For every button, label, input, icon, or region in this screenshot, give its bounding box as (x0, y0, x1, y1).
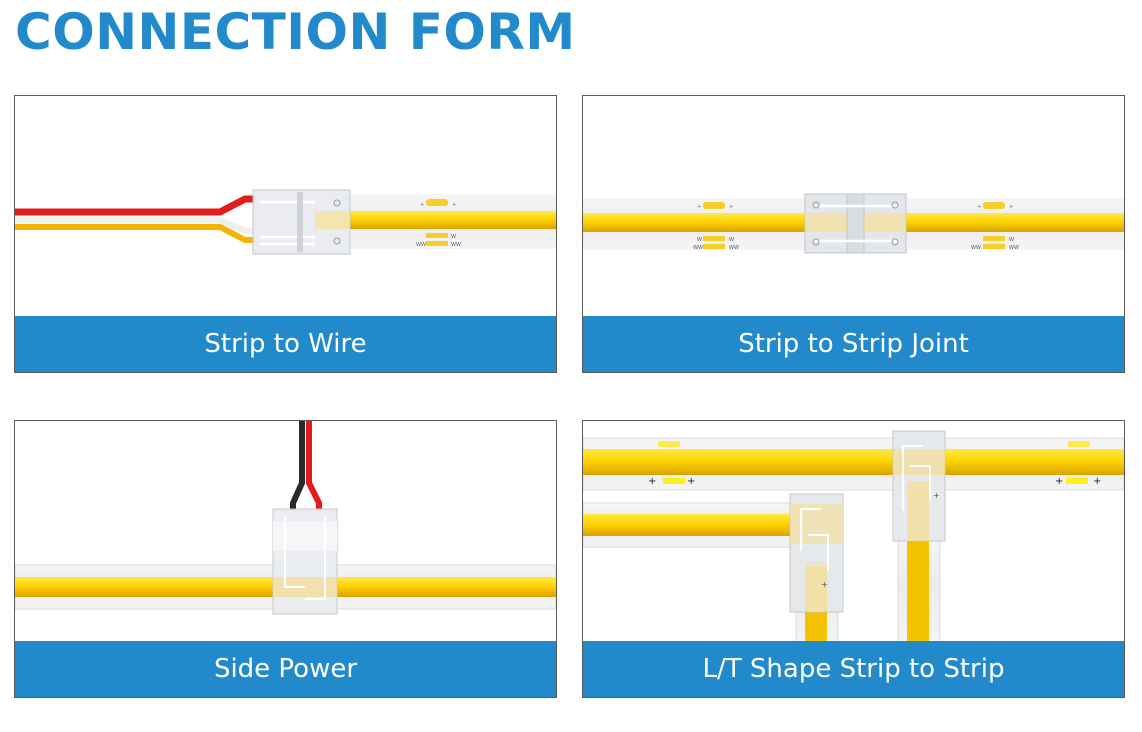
black-wire (290, 421, 305, 511)
strip-mark-ww: WW (1009, 245, 1019, 251)
polarity-mark-left: + (420, 202, 424, 208)
l-t-shape-illustration: + + + + + + (583, 430, 1124, 642)
polarity-mark-left: + (648, 476, 656, 487)
cob-strip (583, 449, 1124, 475)
led-pad (426, 199, 448, 206)
red-wire (15, 195, 255, 216)
connection-card-strip-to-strip-joint: + + W W WW WW + + W WW WW Strip to Strip… (582, 95, 1125, 373)
yellow-wire (15, 224, 255, 243)
page-title: CONNECTION FORM (15, 3, 576, 61)
svg-text:+: + (933, 491, 940, 500)
polarity-mark-right: + (729, 204, 733, 210)
polarity-mark-right: + (1093, 476, 1101, 487)
card-label: Strip to Wire (15, 316, 556, 372)
connection-card-strip-to-wire: + + W WW WW Strip to Wire (14, 95, 557, 373)
clear-connector (252, 189, 351, 255)
strip-mark-w: W (451, 234, 456, 240)
strip-mark-ww: WW (729, 245, 739, 251)
polarity-mark-left: + (1055, 476, 1063, 487)
white-wire (15, 217, 255, 234)
cob-strip (335, 211, 556, 229)
connection-card-l-t-shape: + + + + + + L/T Shape Stri (582, 420, 1125, 698)
polarity-mark-right: + (1009, 204, 1013, 210)
card-label: L/T Shape Strip to Strip (583, 641, 1124, 697)
strip-mark-ww: WW (693, 245, 703, 251)
strip-mark-w: W (1009, 237, 1014, 243)
polarity-mark-right: + (687, 476, 695, 487)
l-shape-connector: + (789, 493, 844, 613)
polarity-mark-left: + (697, 204, 701, 210)
strip-mark-ww: WW (971, 245, 981, 251)
svg-text:+: + (821, 580, 828, 589)
joint-connector (804, 193, 907, 254)
strip-to-strip-joint-illustration: + + W W WW WW + + W WW WW (583, 193, 1124, 254)
t-shape-connector: + (892, 430, 946, 542)
strip-mark-w: W (697, 237, 702, 243)
strip-mark-w: W (729, 237, 734, 243)
side-power-illustration (15, 421, 556, 615)
strip-mark-ww-right: WW (451, 242, 461, 248)
card-label: Side Power (15, 641, 556, 697)
strip-to-wire-illustration: + + W WW WW (15, 189, 556, 255)
red-wire (306, 421, 322, 511)
strip-mark-ww-left: WW (416, 242, 426, 248)
connection-card-side-power: Side Power (14, 420, 557, 698)
polarity-mark-left: + (977, 204, 981, 210)
cob-strip (907, 531, 929, 642)
card-label: Strip to Strip Joint (583, 316, 1124, 372)
polarity-mark-right: + (452, 202, 456, 208)
cob-strip (583, 514, 798, 536)
side-power-connector (272, 508, 338, 615)
